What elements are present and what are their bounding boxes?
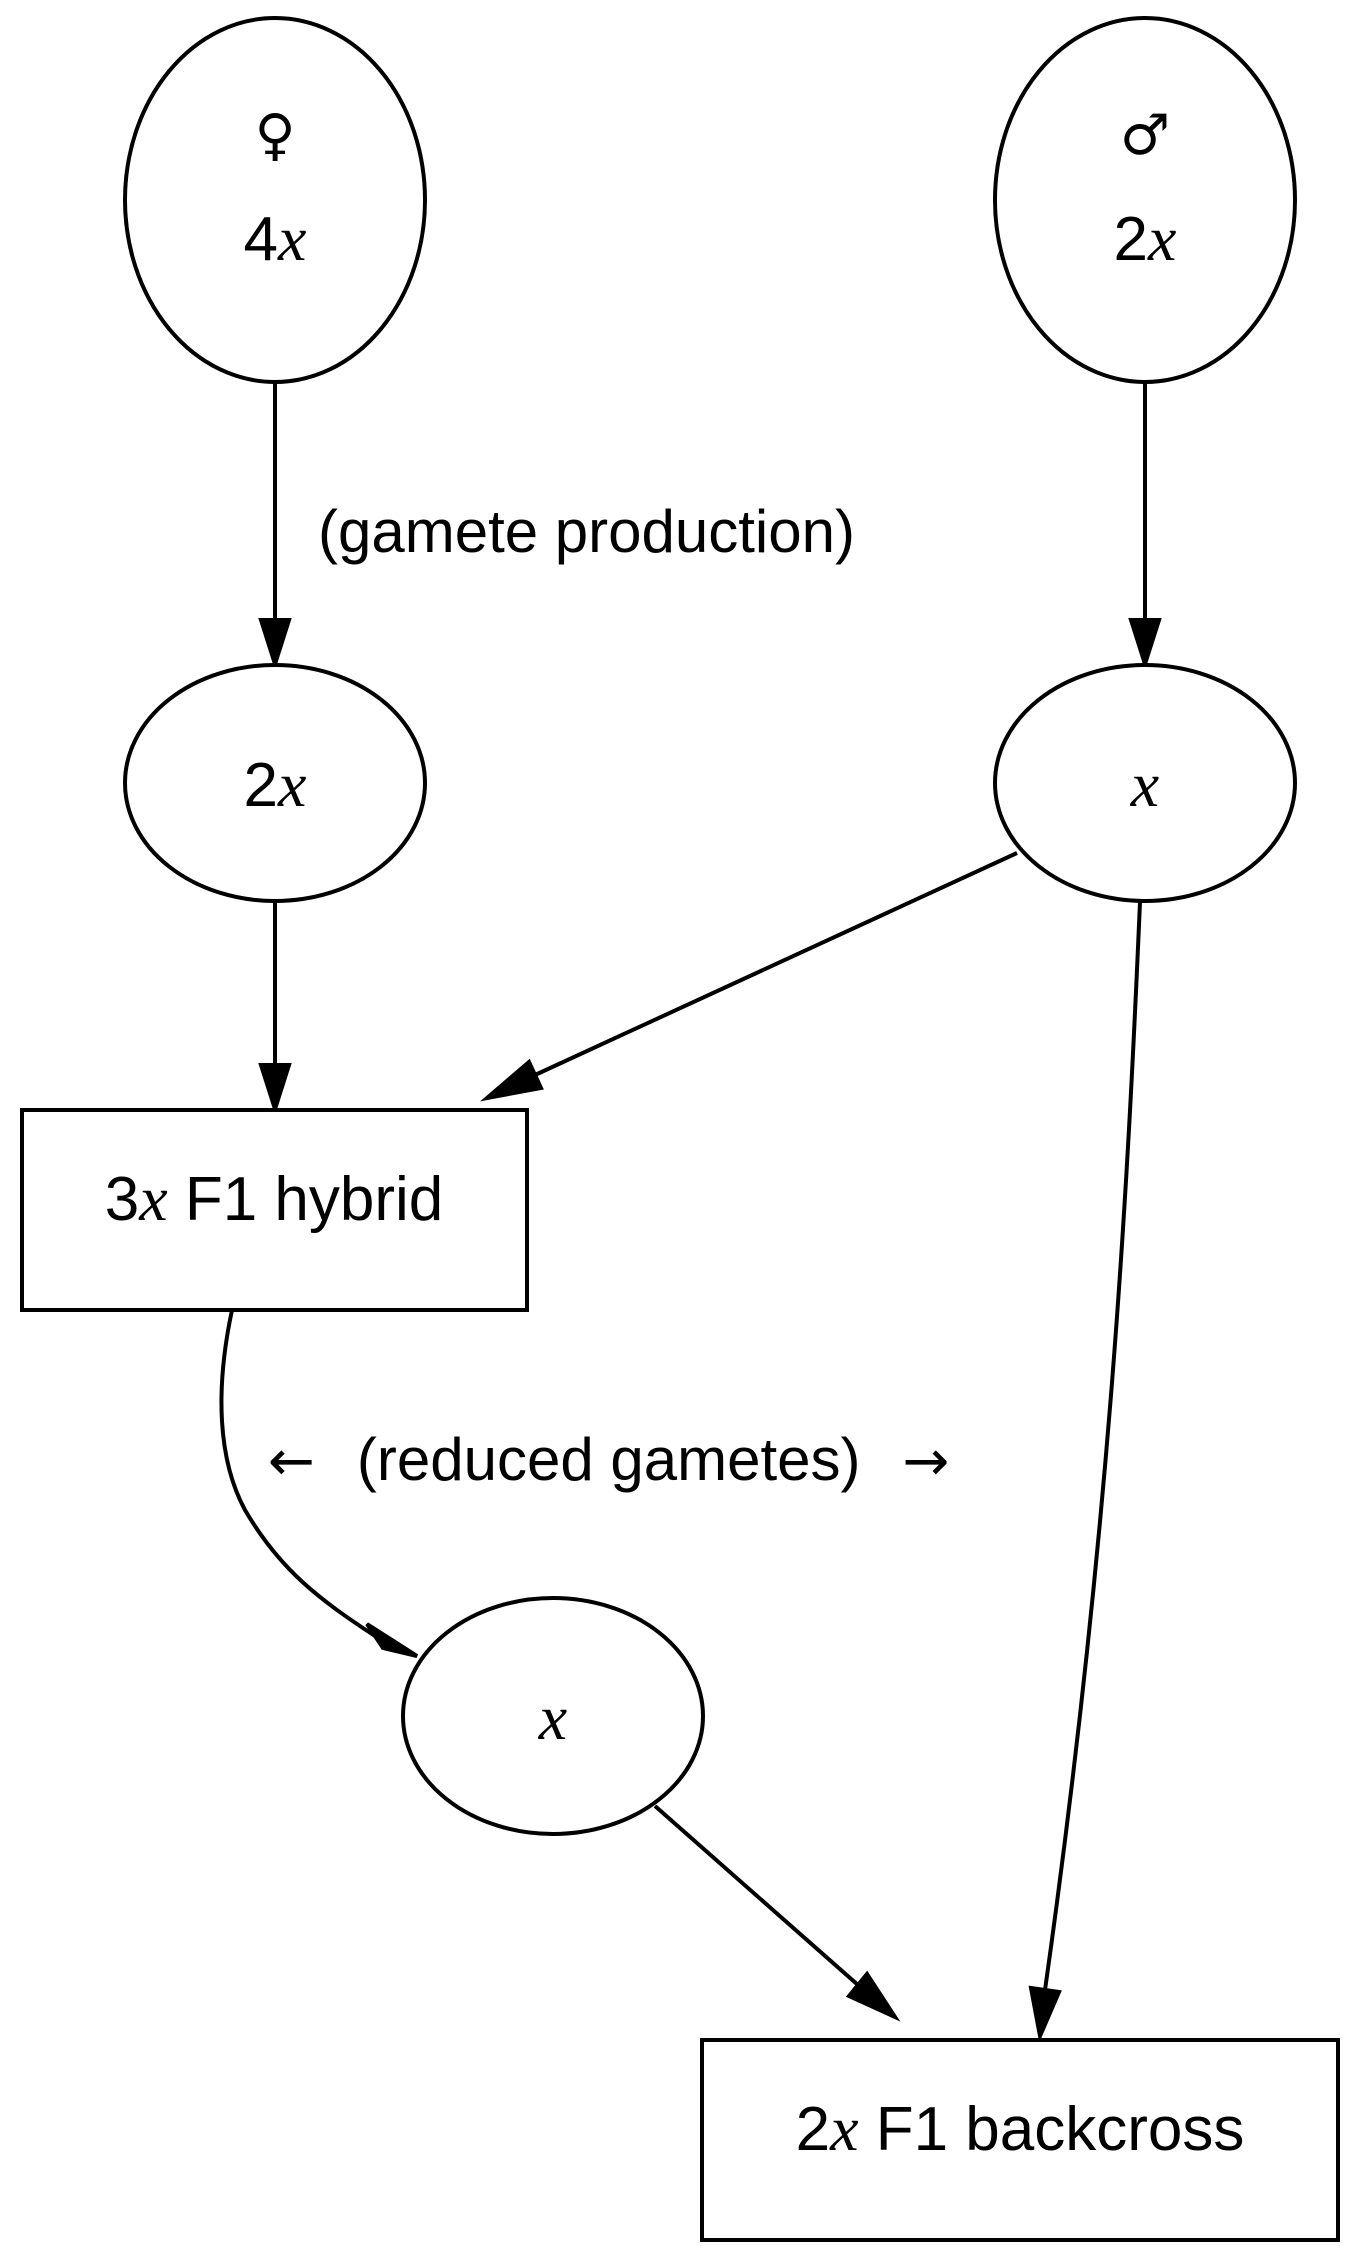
female-symbol-icon: ♀ bbox=[254, 103, 295, 168]
edge-male-gamete-to-hybrid bbox=[480, 851, 1018, 1102]
male-gamete-node: x bbox=[993, 663, 1297, 903]
female-gamete-node: 2x bbox=[123, 663, 427, 903]
reduced-gametes-text: (reduced gametes) bbox=[357, 1426, 861, 1493]
backcross-label: 2x F1 backcross bbox=[796, 2093, 1245, 2164]
male-parent-ploidy: 2x bbox=[1114, 203, 1177, 274]
female-gamete-ploidy: 2x bbox=[244, 749, 307, 820]
female-parent-ploidy: 4x bbox=[244, 203, 307, 274]
edge-male-gamete-to-backcross bbox=[1028, 901, 1142, 2043]
gamete-production-label: (gamete production) bbox=[318, 498, 855, 565]
hybrid-node: 3x F1 hybrid bbox=[20, 1108, 529, 1312]
backcross-node: 2x F1 backcross bbox=[700, 2038, 1340, 2242]
edge-reduced-gamete-to-backcross bbox=[653, 1804, 901, 2022]
left-arrow-glyph: ← bbox=[268, 1429, 315, 1494]
edge-male-parent-to-gamete bbox=[1128, 382, 1162, 671]
female-parent-node: ♀ 4x bbox=[123, 16, 427, 384]
male-parent-node: ♂ 2x bbox=[993, 16, 1297, 384]
right-arrow-glyph: → bbox=[903, 1429, 950, 1494]
male-symbol-icon: ♂ bbox=[1120, 103, 1170, 168]
reduced-gametes-label: ← (reduced gametes) → bbox=[248, 1426, 961, 1494]
reduced-gamete-ploidy: x bbox=[538, 1682, 567, 1753]
male-gamete-ploidy: x bbox=[1130, 749, 1159, 820]
edge-female-parent-to-gamete bbox=[258, 382, 292, 671]
reduced-gamete-node: x bbox=[401, 1596, 705, 1836]
edge-female-gamete-to-hybrid bbox=[258, 902, 292, 1116]
edge-hybrid-to-reduced-gamete bbox=[219, 1309, 419, 1658]
hybrid-label: 3x F1 hybrid bbox=[105, 1163, 444, 1234]
